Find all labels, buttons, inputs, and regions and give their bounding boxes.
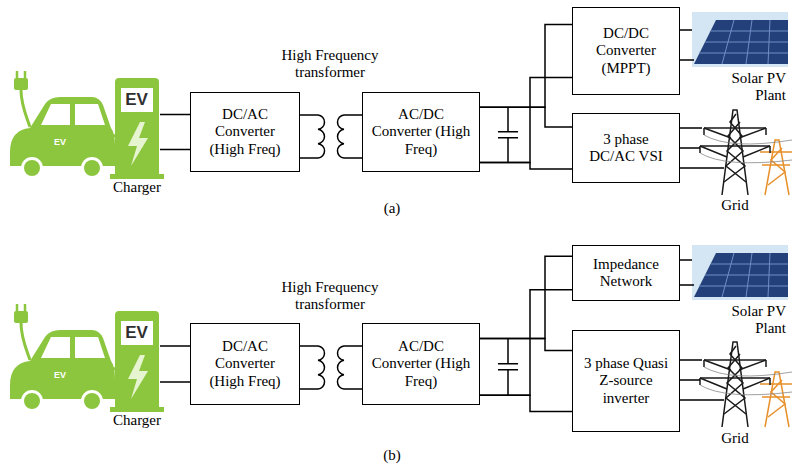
converter-box: AC/DC Converter (High Freq) <box>362 92 480 172</box>
box-label: 3 phase Quasi Z-source inverter <box>579 355 673 407</box>
ev-car-icon <box>10 304 115 412</box>
grid-tower-icon <box>700 342 792 427</box>
box-label: DC/DC Converter (MPPT) <box>579 25 673 77</box>
grid-tower-icon <box>700 110 792 195</box>
dc-wire <box>480 25 572 163</box>
text-label: (b) <box>370 447 414 464</box>
dc-wire <box>480 107 572 169</box>
charger-label: Charger <box>93 411 181 429</box>
ac-wire <box>680 128 724 168</box>
text-label: Solar PV Plant <box>700 303 786 338</box>
solar-panel-icon <box>692 12 788 67</box>
pv-wire <box>680 30 694 60</box>
ev-charger: EVCharger <box>113 313 160 411</box>
text-label: Grid <box>712 430 758 447</box>
box-label: AC/DC Converter (High Freq) <box>369 338 473 390</box>
box-label: AC/DC Converter (High Freq) <box>369 106 473 158</box>
charger-icon <box>110 78 164 179</box>
converter-box: 3 phase DC/AC VSI <box>572 113 680 183</box>
text-label: Solar PV Plant <box>700 70 786 105</box>
dc-wire <box>480 256 572 395</box>
text-label: High Frequency transformer <box>262 279 398 314</box>
text-label: EV <box>46 137 74 147</box>
converter-box: Impedance Network <box>572 245 680 301</box>
box-label: DC/AC Converter (High Freq) <box>197 338 293 390</box>
ac-wire <box>680 360 724 400</box>
transformer-symbol <box>300 115 362 158</box>
box-label: Impedance Network <box>579 256 673 291</box>
dc-wire <box>480 339 572 412</box>
ev-charger: EVCharger <box>113 80 160 178</box>
converter-box: DC/AC Converter (High Freq) <box>190 92 300 172</box>
box-label: 3 phase DC/AC VSI <box>579 131 673 166</box>
box-label: DC/AC Converter (High Freq) <box>197 106 293 158</box>
capacitor-symbol <box>498 339 518 396</box>
text-label: Grid <box>712 197 758 214</box>
pv-wire <box>680 260 694 285</box>
charger-label: Charger <box>93 178 181 196</box>
capacitor-symbol <box>498 107 518 162</box>
charger-screen-text: EV <box>121 321 153 345</box>
ev-car-icon <box>10 71 115 179</box>
charger-screen-text: EV <box>121 88 153 112</box>
converter-box: DC/DC Converter (MPPT) <box>572 7 680 95</box>
solar-panel-icon <box>692 245 788 300</box>
dc-wire <box>160 346 190 382</box>
text-label: High Frequency transformer <box>262 47 398 82</box>
text-label: EV <box>46 370 74 380</box>
transformer-symbol <box>300 346 362 389</box>
dc-wire <box>160 114 190 149</box>
converter-box: 3 phase Quasi Z-source inverter <box>572 330 680 432</box>
converter-box: AC/DC Converter (High Freq) <box>362 323 480 405</box>
text-label: (a) <box>370 200 414 217</box>
charger-icon <box>110 311 164 412</box>
converter-box: DC/AC Converter (High Freq) <box>190 323 300 405</box>
